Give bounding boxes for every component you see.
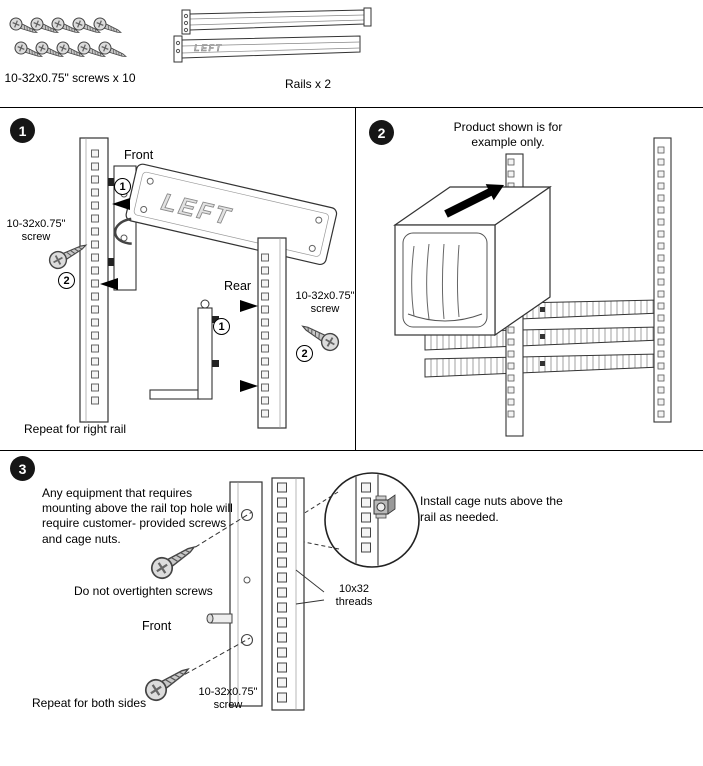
insert-arrow — [444, 184, 504, 218]
step1-front-callout-1: 1 — [114, 178, 131, 195]
rail-front-plate — [206, 481, 263, 707]
step1-repeat-note: Repeat for right rail — [24, 422, 127, 436]
rails-label: Rails x 2 — [284, 77, 331, 91]
step1-rear-label: Rear — [224, 279, 252, 293]
thread-leader-lines — [295, 569, 325, 605]
cage-nut — [373, 494, 396, 519]
bottom-screw-icon — [140, 659, 195, 706]
step3-front-label: Front — [142, 619, 172, 633]
step-1-number: 1 — [10, 118, 35, 143]
step3-illustration — [140, 472, 420, 711]
step3-threads-label: 10x32 threads — [335, 583, 373, 609]
step1-front-label: Front — [124, 148, 154, 162]
screws-label: 10-32x0.75" screws x 10 — [4, 71, 136, 85]
divider-middle — [0, 450, 703, 451]
step1-rear-screw-label: 10-32x0.75" screw — [295, 290, 355, 316]
step3-cage-nut-note: Install cage nuts above the rail as need… — [420, 494, 563, 524]
rear-rail-end — [149, 299, 219, 400]
step2-product-note: Product shown is for example only. — [453, 120, 563, 149]
rack-post-strip — [271, 477, 305, 711]
step3-repeat-note: Repeat for both sides — [32, 696, 147, 710]
step3-screw-label: 10-32x0.75" screw — [198, 686, 258, 712]
step1-rear-callout-1: 1 — [213, 318, 230, 335]
arrow-front-bottom — [100, 278, 118, 290]
rear-rack-post — [257, 237, 287, 429]
right-rack-post — [653, 137, 672, 423]
step1-illustration: LEFT — [45, 137, 343, 429]
step1-rear-callout-2: 2 — [296, 345, 313, 362]
step3-overtighten-note: Do not overtighten screws — [74, 584, 213, 598]
step1-front-callout-2: 2 — [58, 272, 75, 289]
arrow-front-top — [112, 198, 130, 210]
product-box — [393, 185, 552, 337]
rails-illustration: LEFT — [168, 6, 378, 78]
step1-front-screw-label: 10-32x0.75" screw — [6, 218, 66, 244]
arrow-rear-top — [240, 300, 258, 312]
step3-requirements-note: Any equipment that requires mounting abo… — [42, 486, 233, 546]
step-3-number: 3 — [10, 456, 35, 481]
step-2-number: 2 — [369, 120, 394, 145]
screws-illustration — [6, 12, 136, 70]
front-rack-post — [79, 137, 109, 423]
rail-left-text: LEFT — [194, 43, 223, 53]
left-rail: LEFT — [114, 163, 338, 266]
rail-handle — [114, 217, 132, 245]
arrow-rear-bottom — [240, 380, 258, 392]
divider-top — [0, 107, 703, 108]
rail-back — [181, 7, 372, 35]
cage-nut-inset — [302, 472, 420, 568]
rail-front: LEFT — [173, 35, 361, 63]
step2-illustration — [393, 137, 672, 437]
divider-vertical — [355, 107, 356, 451]
